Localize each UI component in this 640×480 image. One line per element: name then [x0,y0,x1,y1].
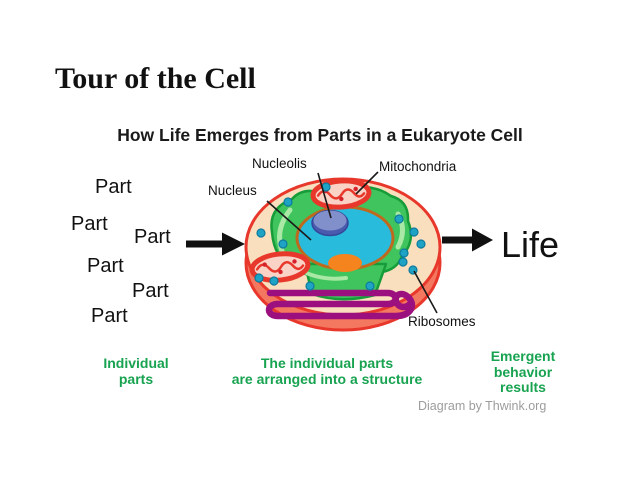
caption-line: Individual [103,355,169,371]
caption-line: The individual parts [260,355,394,371]
ribosome-dots [254,182,426,291]
credit-text: Diagram by Thwink.org [418,399,547,413]
part-label: Part [95,176,132,198]
part-label: Part [132,280,169,302]
orange-organelle [328,254,362,272]
mitochondrion-left [249,251,311,283]
part-label: Part [71,213,108,235]
label-nucleus: Nucleus [208,183,257,198]
arrow-right-icon [186,232,245,256]
caption-arranged-structure: The individual parts are arranged into a… [187,355,467,387]
nucleolus [311,209,349,237]
label-mitochondria: Mitochondria [379,159,457,174]
caption-line: are arranged into a structure [231,370,423,387]
label-ribosomes: Ribosomes [408,314,476,329]
part-label: Part [91,305,128,327]
label-nucleolis: Nucleolis [252,156,307,171]
caption-line: results [500,379,546,395]
life-label: Life [501,224,560,265]
caption-individual-parts: Individual parts [66,355,206,387]
caption-emergent-behavior: Emergent behavior results [453,348,593,396]
arrow-right-icon [442,228,493,252]
caption-line: parts [118,370,154,387]
diagram-heading: How Life Emerges from Parts in a Eukaryo… [117,125,523,145]
part-label: Part [134,226,171,248]
part-label: Part [87,255,124,277]
page-title: Tour of the Cell [55,62,256,95]
leader-lines [266,171,438,314]
er-tubule [265,289,416,320]
caption-line: Emergent [490,348,556,364]
caption-line: behavior [493,363,553,380]
